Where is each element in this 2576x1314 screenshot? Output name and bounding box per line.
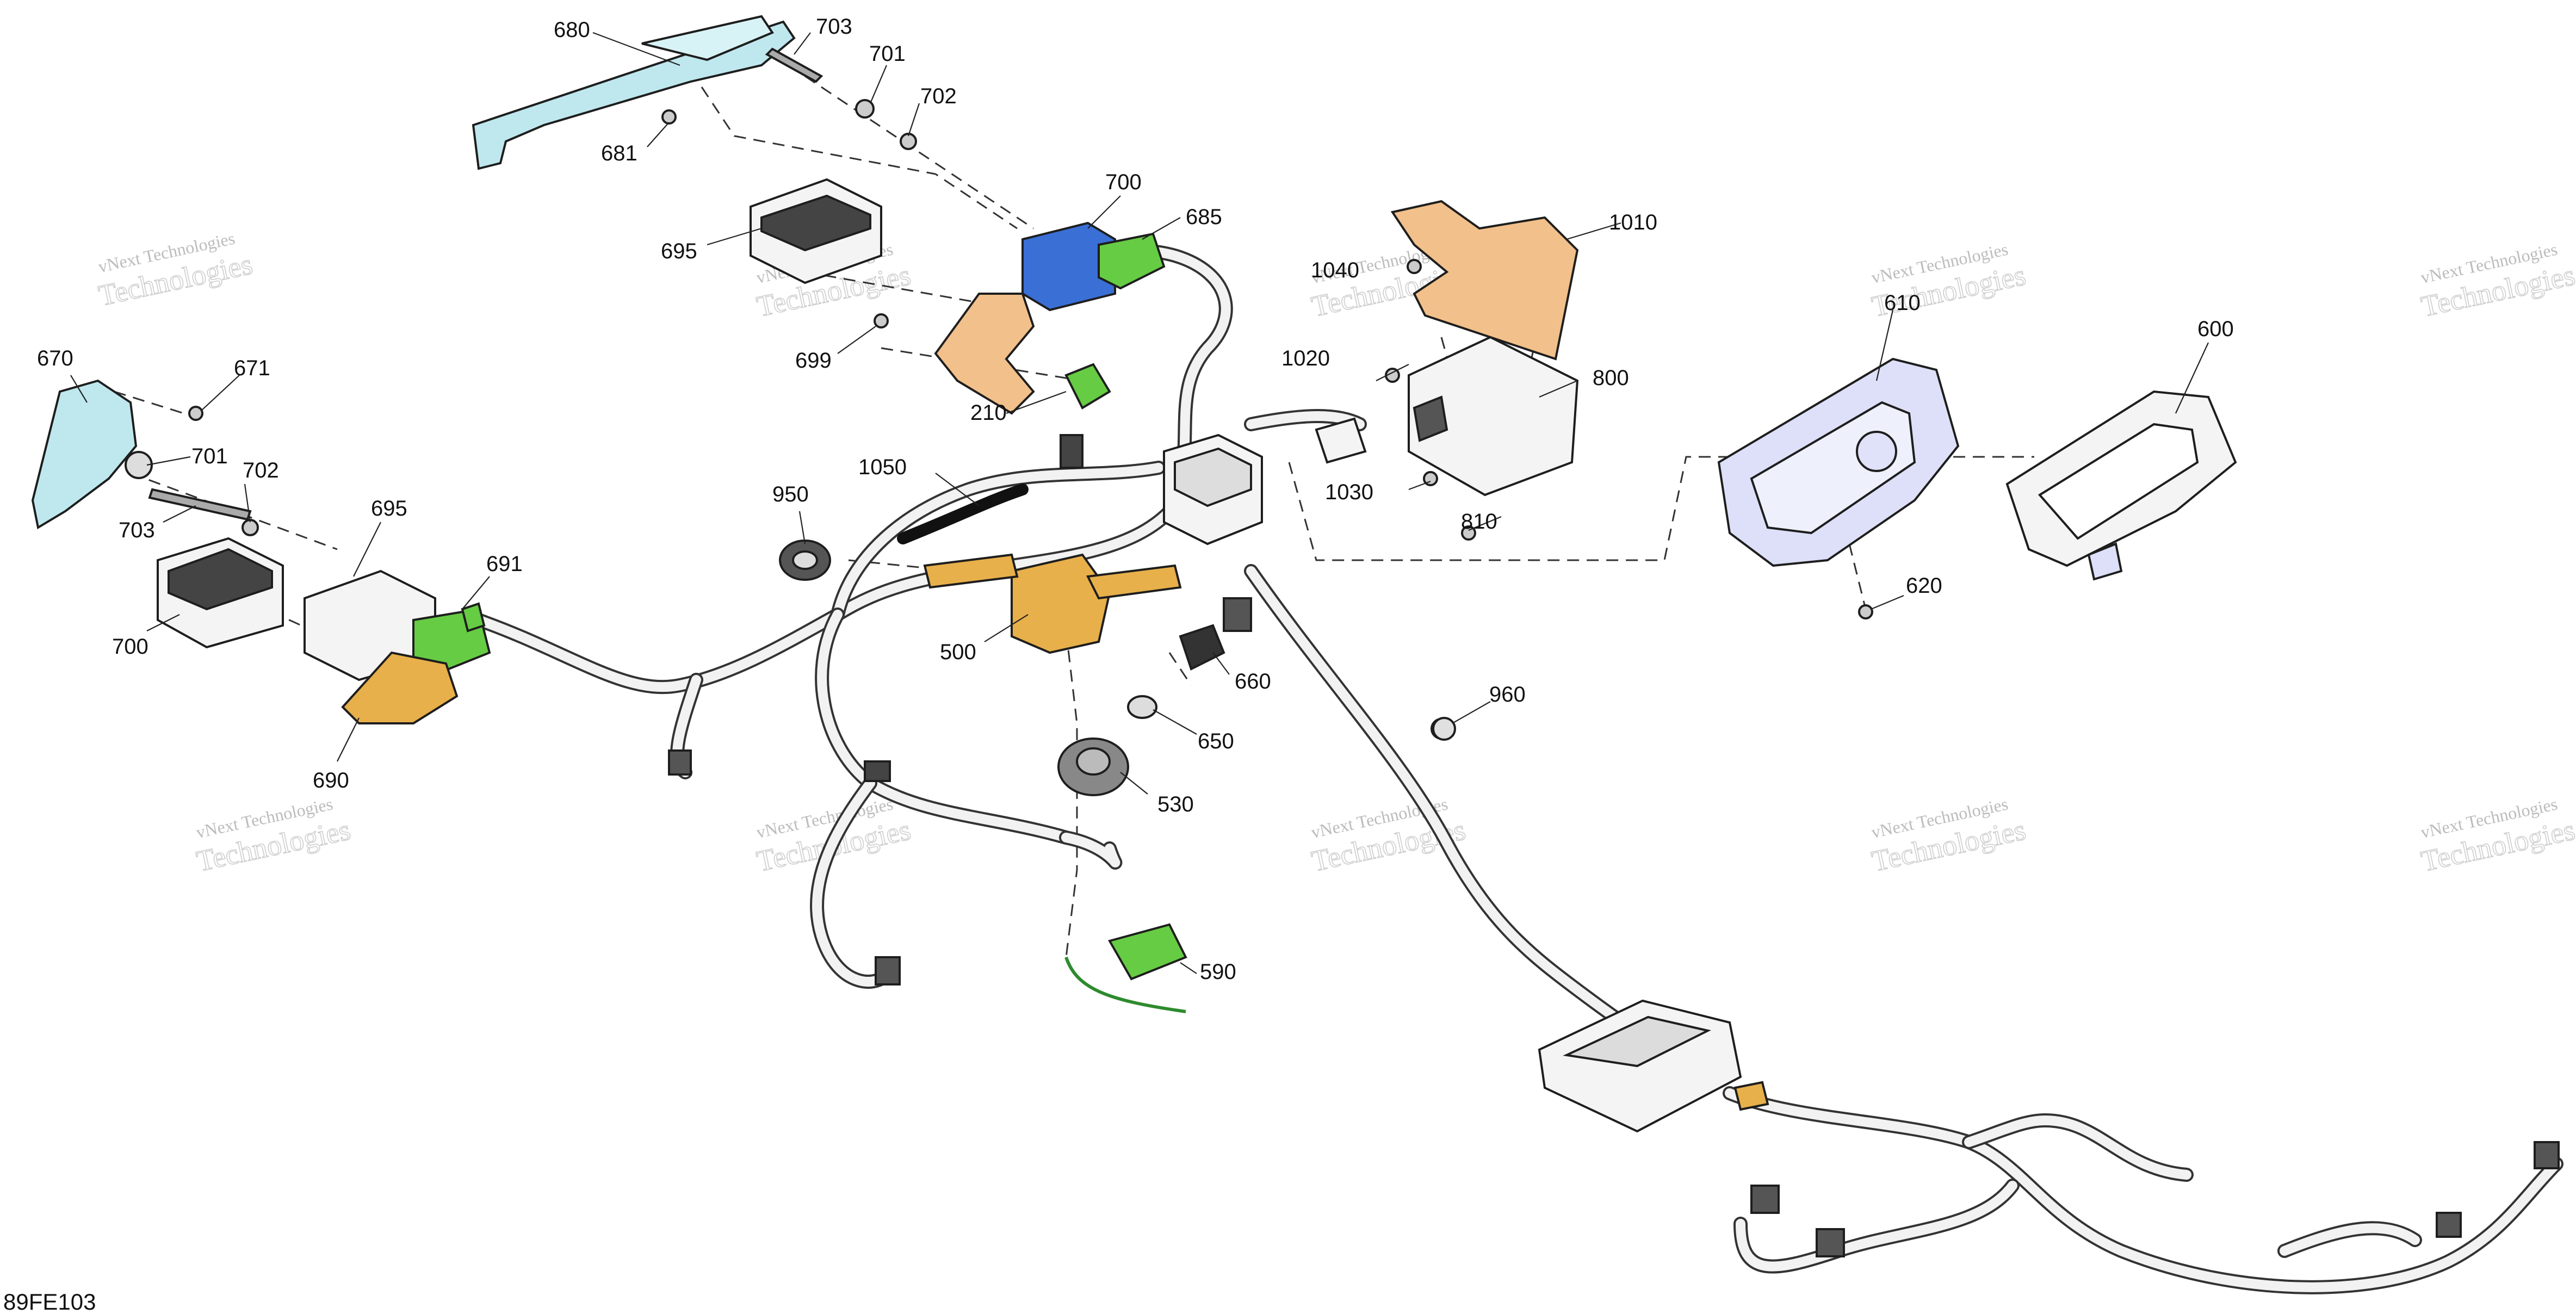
callout-950: 950 xyxy=(772,482,809,506)
callout-960: 960 xyxy=(1489,683,1526,706)
callout-610: 610 xyxy=(1884,291,1921,315)
watermark: vNext Technologies Technologies xyxy=(2418,239,2576,324)
callout-701-left: 701 xyxy=(191,444,228,468)
leader-lines xyxy=(70,32,2209,974)
cluster-housing-610 xyxy=(1717,357,1960,567)
callout-695: 695 xyxy=(661,239,697,263)
component-500-orange xyxy=(923,553,1182,654)
watermark: vNext Technologies Technologies xyxy=(95,228,256,313)
module-695-top xyxy=(750,178,882,284)
callout-700-left: 700 xyxy=(112,635,148,659)
instrument-cluster-600 xyxy=(2005,390,2237,581)
callout-1020: 1020 xyxy=(1281,346,1330,370)
callout-650: 650 xyxy=(1198,729,1234,753)
bracket-670 xyxy=(31,379,138,530)
callout-680: 680 xyxy=(554,18,590,42)
bracket-680 xyxy=(472,15,796,170)
harness-connectors xyxy=(668,434,2560,1257)
switch-590-green xyxy=(1064,923,1187,1013)
control-unit-lower xyxy=(1538,999,1769,1133)
watermark: vNext Technologies Technologies xyxy=(193,794,354,878)
strip-1050 xyxy=(897,484,1029,544)
callout-681: 681 xyxy=(601,141,637,165)
callout-701: 701 xyxy=(869,42,906,66)
callout-685: 685 xyxy=(1186,205,1222,229)
callout-600: 600 xyxy=(2197,317,2234,341)
ring-650 xyxy=(1127,695,1157,719)
callout-500: 500 xyxy=(940,640,976,664)
horn-530 xyxy=(1057,737,1129,796)
harness-bracket-orange-top xyxy=(934,293,1035,415)
callout-703: 703 xyxy=(816,15,852,39)
callout-800: 800 xyxy=(1593,366,1629,390)
grommet-960 xyxy=(1432,717,1456,741)
callout-620: 620 xyxy=(1906,574,1942,598)
callout-699: 699 xyxy=(795,349,832,373)
callout-810: 810 xyxy=(1461,510,1497,534)
callout-1050: 1050 xyxy=(858,455,907,479)
callout-695-left: 695 xyxy=(371,497,407,520)
callout-labels: 680 703 701 702 681 700 685 695 699 210 … xyxy=(37,15,2234,984)
callout-671: 671 xyxy=(234,356,270,380)
ignition-950 xyxy=(779,540,831,581)
sensor-210 xyxy=(1064,363,1111,410)
callout-702-left: 702 xyxy=(243,458,279,482)
callout-703-left: 703 xyxy=(119,518,155,542)
fuse-box xyxy=(1163,433,1263,546)
module-700-left xyxy=(157,537,284,649)
callout-1010: 1010 xyxy=(1609,210,1657,234)
harness-bracket-690-orange xyxy=(341,651,459,724)
callout-670: 670 xyxy=(37,346,73,370)
callout-690: 690 xyxy=(313,768,349,792)
watermark: vNext Technologies Technologies xyxy=(2418,794,2576,878)
callout-590: 590 xyxy=(1200,960,1236,984)
figure-id: 89FE103 xyxy=(3,1289,96,1314)
hardware-fasteners xyxy=(125,47,1873,740)
callout-702: 702 xyxy=(920,84,957,108)
callout-1030: 1030 xyxy=(1325,480,1373,504)
callout-1040: 1040 xyxy=(1311,258,1359,282)
callout-210: 210 xyxy=(970,401,1007,425)
callout-660: 660 xyxy=(1235,670,1271,693)
module-700-top-blue xyxy=(1021,221,1166,312)
socket-660 xyxy=(1179,624,1225,671)
callout-700: 700 xyxy=(1105,170,1142,194)
callout-691: 691 xyxy=(486,552,523,576)
bracket-1010 xyxy=(1390,200,1579,361)
callout-530: 530 xyxy=(1157,792,1194,816)
relay-691 xyxy=(461,602,486,633)
module-800 xyxy=(1408,336,1579,497)
watermark: vNext Technologies Technologies xyxy=(1868,794,2029,878)
connector-near-1020 xyxy=(1315,417,1367,464)
